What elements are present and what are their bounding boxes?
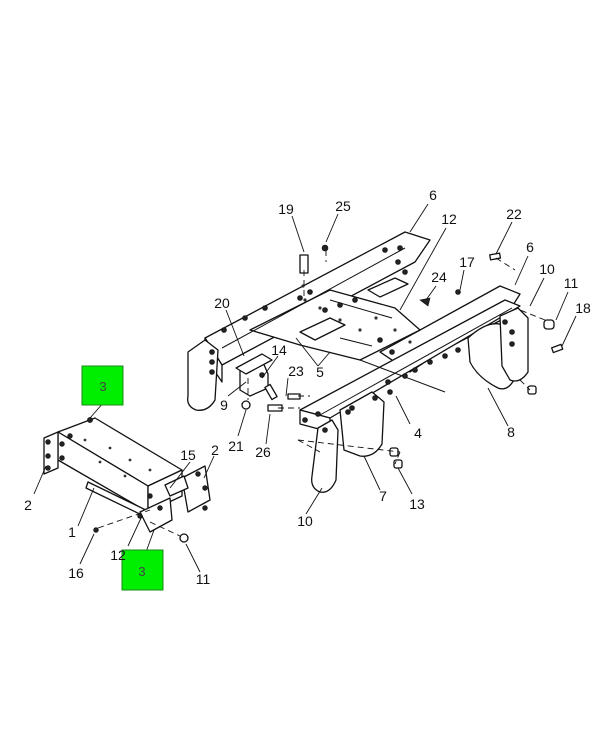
callout-15: 15 xyxy=(180,447,196,463)
leader-lines xyxy=(33,203,577,573)
callout-10: 10 xyxy=(539,261,555,277)
callout-26: 26 xyxy=(255,444,271,460)
callout-13: 13 xyxy=(409,496,425,512)
callout-17: 17 xyxy=(459,254,475,270)
callout-9: 9 xyxy=(220,397,228,413)
callout-16: 16 xyxy=(68,565,84,581)
callout-19: 19 xyxy=(278,201,294,217)
highlight-box[interactable] xyxy=(121,549,164,591)
callout-4: 4 xyxy=(414,425,422,441)
bracket-2-right xyxy=(181,465,211,513)
callout-8: 8 xyxy=(507,424,515,440)
strap-14 xyxy=(235,353,273,375)
callout-6: 6 xyxy=(429,187,437,203)
callout-25: 25 xyxy=(335,198,351,214)
hanger-left-rear xyxy=(187,339,219,411)
callout-7: 7 xyxy=(379,488,387,504)
front-bolts xyxy=(45,417,208,533)
callout-22: 22 xyxy=(506,206,522,222)
callout-12: 12 xyxy=(441,211,457,227)
callout-18: 18 xyxy=(575,300,591,316)
callout-6: 6 xyxy=(526,239,534,255)
callout-12: 12 xyxy=(110,547,126,563)
callout-11: 11 xyxy=(196,571,211,587)
rear-plate xyxy=(367,277,409,298)
callout-23: 23 xyxy=(288,363,304,379)
front-crossmember xyxy=(43,417,211,543)
highlight-3-top[interactable]: 3 xyxy=(81,365,124,406)
bottom-plate xyxy=(139,497,173,533)
callout-14: 14 xyxy=(271,342,287,358)
callout-2: 2 xyxy=(24,497,32,513)
highlight-label: 3 xyxy=(138,564,145,579)
callouts: 19 25 6 12 22 6 10 24 17 11 18 20 14 23 … xyxy=(24,187,591,587)
bolt-group-main xyxy=(209,245,515,433)
center-bracket xyxy=(299,317,346,341)
callout-20: 20 xyxy=(214,295,230,311)
bracket-15 xyxy=(164,475,189,497)
callout-21: 21 xyxy=(228,438,244,454)
callout-11: 11 xyxy=(564,275,579,291)
nut-11 xyxy=(179,533,189,543)
callout-1: 1 xyxy=(68,524,76,540)
callout-24: 24 xyxy=(431,269,447,285)
highlight-label: 3 xyxy=(99,379,106,394)
callout-5: 5 xyxy=(316,364,324,380)
crossmember-assembly xyxy=(187,231,564,493)
highlight-box[interactable] xyxy=(81,365,124,406)
highlight-3-bottom[interactable]: 3 xyxy=(121,549,164,591)
callout-2: 2 xyxy=(211,442,219,458)
loose-fasteners xyxy=(241,244,564,469)
callout-10: 10 xyxy=(297,513,313,529)
